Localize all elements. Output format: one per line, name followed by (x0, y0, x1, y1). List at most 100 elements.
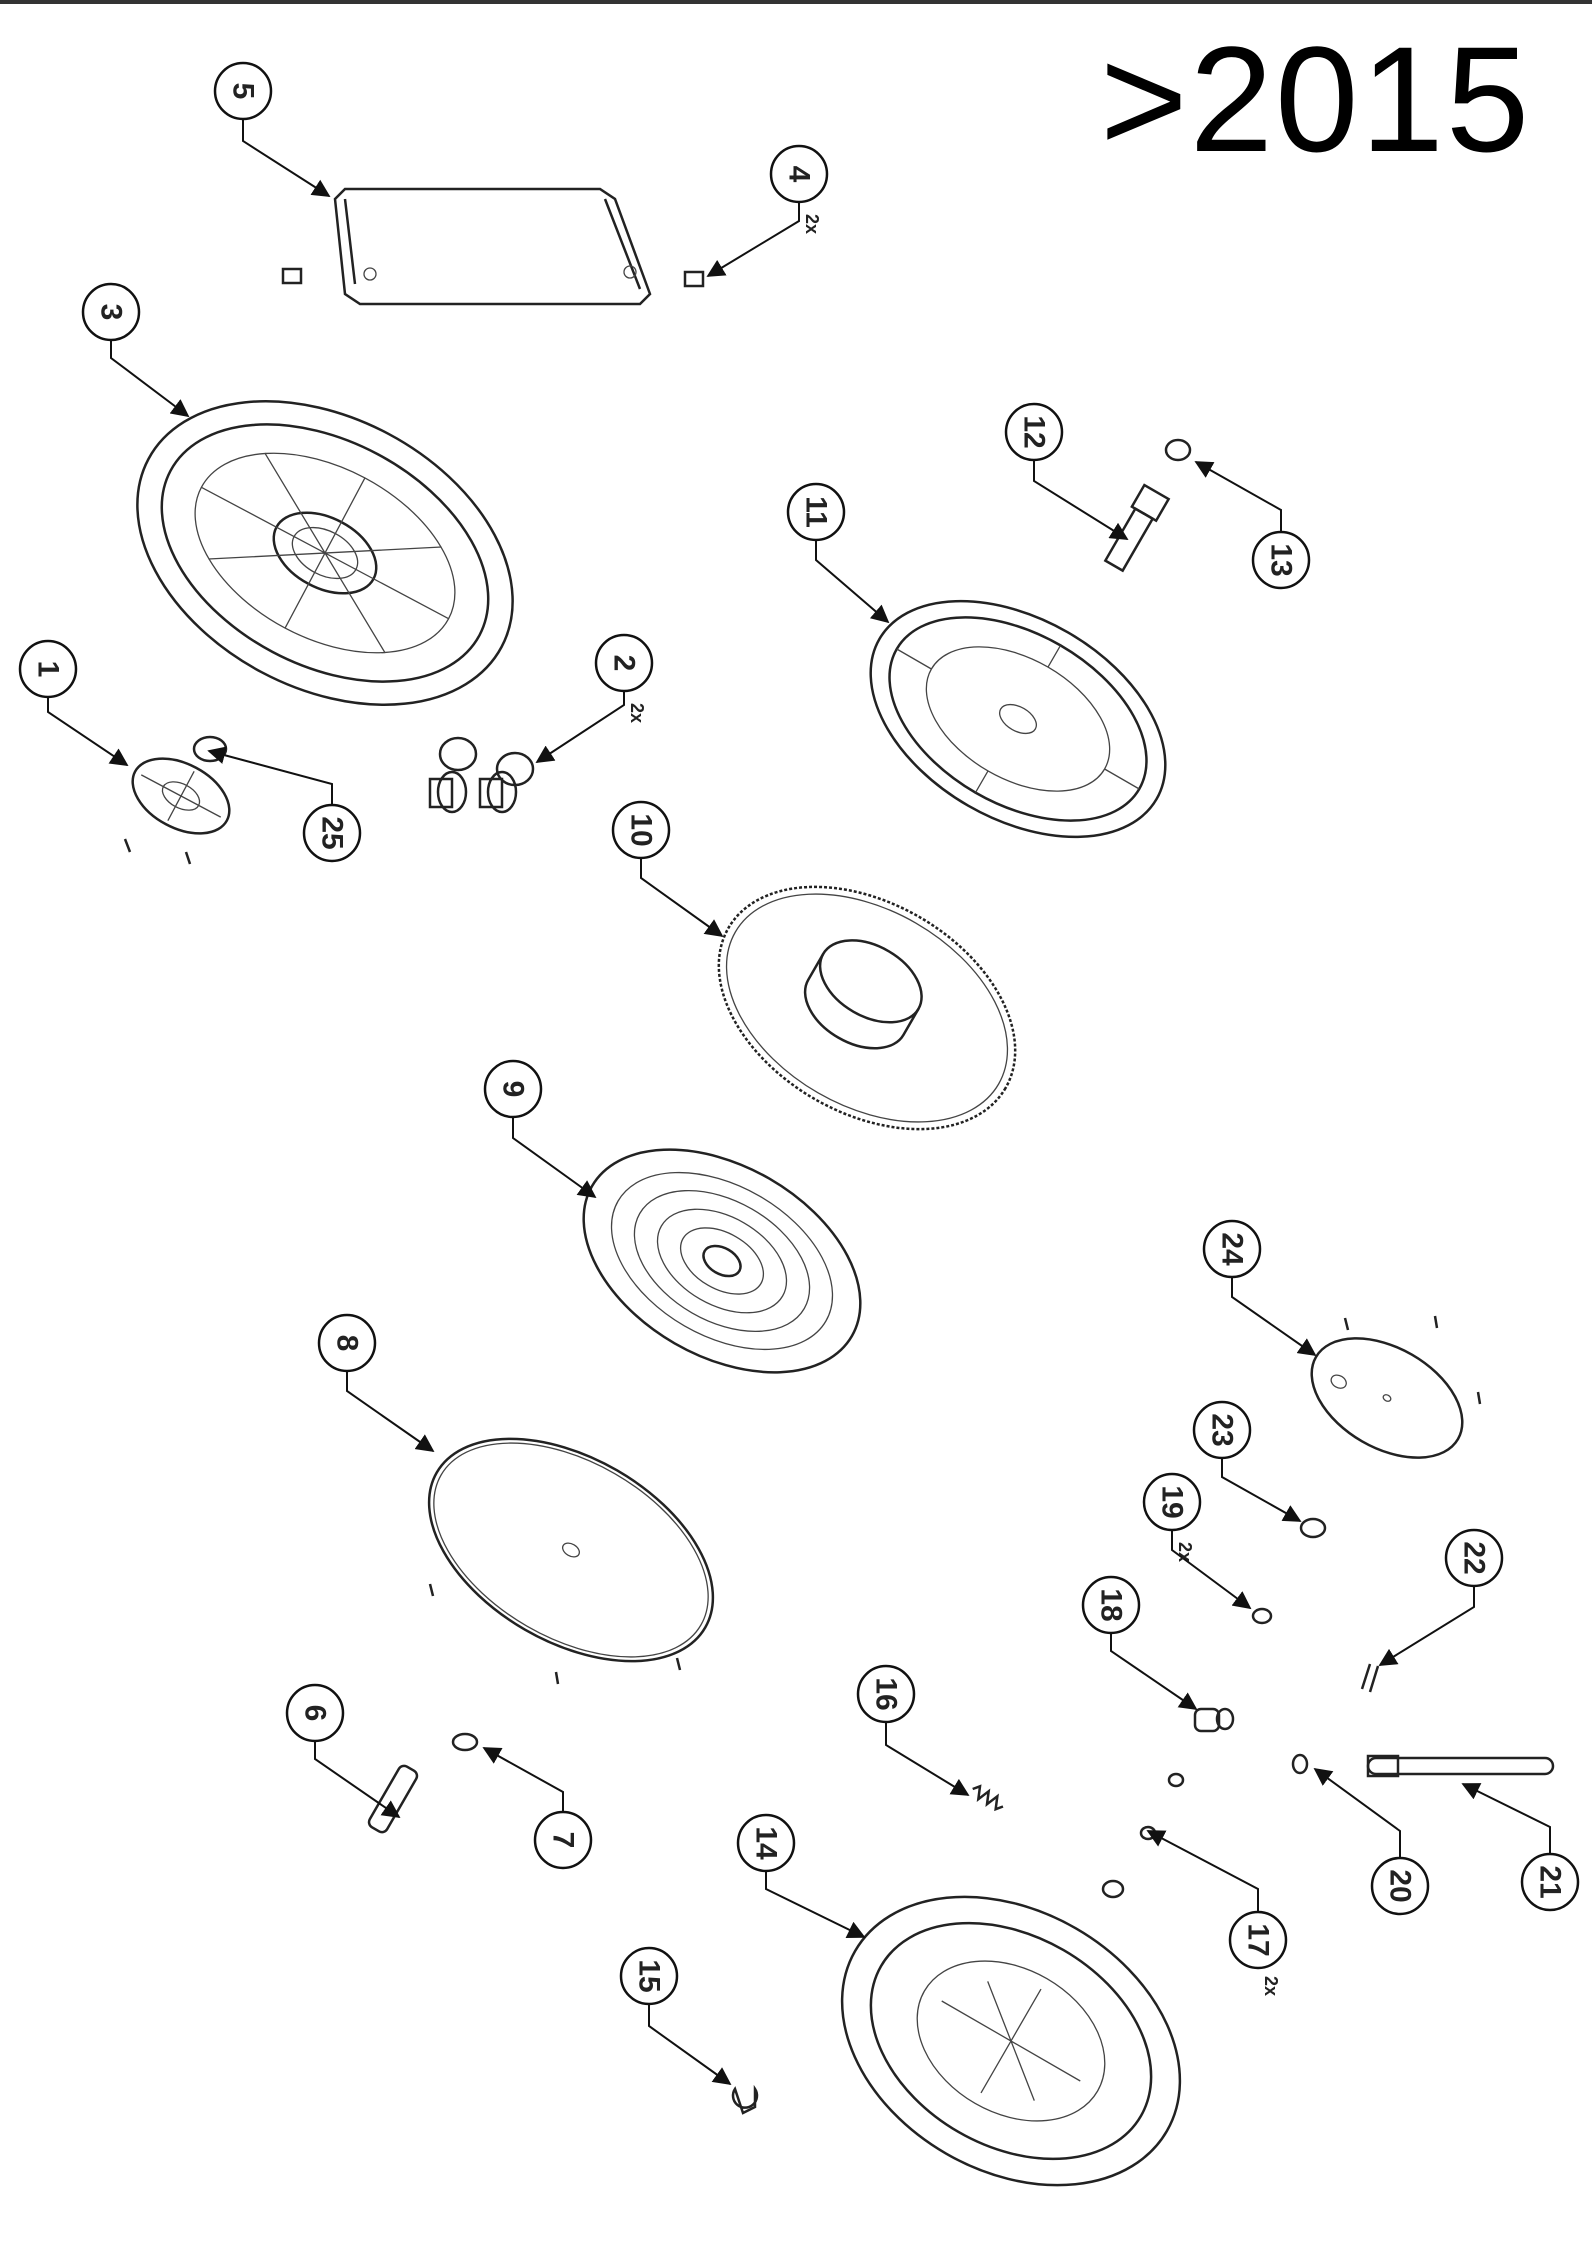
screw-icon (184, 851, 192, 865)
quantity-label: 2x (802, 214, 822, 234)
callout-number: 10 (625, 813, 658, 846)
callout-number: 24 (1216, 1232, 1249, 1266)
part-23-ring (1299, 1517, 1327, 1539)
callout-number: 8 (331, 1335, 364, 1352)
leader-line (47, 697, 129, 767)
part-22-clip (1360, 1663, 1380, 1693)
callout-3: 3 (81, 282, 190, 418)
part-21-rod (1366, 1754, 1555, 1778)
callout-9: 9 (483, 1059, 597, 1199)
callout-number: 23 (1206, 1413, 1239, 1446)
part-8-cover (427, 1437, 715, 1663)
model-year-label: >2015 (1100, 15, 1532, 183)
leader-line (1313, 1767, 1401, 1858)
callout-circle (317, 1313, 377, 1373)
leader-line (640, 858, 724, 938)
callout-circle (856, 1664, 916, 1724)
callout-number: 19 (1156, 1485, 1189, 1518)
callout-circle (1142, 1472, 1202, 1532)
callout-22: 22 (1378, 1528, 1504, 1666)
callout-circle (302, 803, 362, 863)
leader-line (1146, 1830, 1259, 1912)
callout-24: 24 (1202, 1219, 1317, 1357)
leader-line (512, 1117, 597, 1199)
callout-16: 16 (856, 1664, 970, 1796)
callout-number: 2 (608, 655, 641, 672)
screw-icon (1476, 1391, 1482, 1405)
part-13-nut (1164, 438, 1192, 462)
callout-circle (285, 1683, 345, 1743)
callout-5: 5 (213, 61, 331, 197)
callout-25: 25 (207, 746, 362, 863)
callout-10: 10 (611, 800, 724, 938)
leader-line (535, 691, 625, 763)
callout-circle (611, 800, 671, 860)
callout-circle (1228, 1910, 1288, 1970)
part-3-housing (136, 400, 514, 706)
leader-line (1033, 460, 1129, 540)
callout-circle (1202, 1219, 1262, 1279)
part-5-bracket (281, 187, 705, 306)
callout-number: 5 (227, 83, 260, 100)
leader-line (1171, 1530, 1252, 1610)
leader-line (815, 540, 890, 624)
callout-2: 2 2x (535, 633, 654, 763)
callout-number: 14 (750, 1826, 783, 1860)
callout-number: 21 (1534, 1865, 1567, 1898)
callout-number: 11 (800, 496, 833, 528)
screw-icon (123, 838, 132, 853)
leader-line (648, 2004, 732, 2086)
callout-number: 20 (1384, 1869, 1417, 1902)
callout-number: 12 (1018, 415, 1051, 448)
callout-circle (533, 1810, 593, 1870)
callout-circle (1004, 402, 1064, 462)
callout-18: 18 (1081, 1575, 1198, 1711)
callout-number: 4 (783, 166, 816, 183)
part-19-washer (1251, 1607, 1273, 1625)
callout-number: 1 (32, 661, 65, 678)
callout-number: 9 (497, 1081, 530, 1098)
quantity-label: 2x (627, 703, 647, 723)
part-7-washer (451, 1732, 479, 1752)
part-17-washer (1167, 1772, 1185, 1788)
leader-line (1461, 1783, 1551, 1854)
callout-circle (769, 144, 829, 204)
callout-number: 17 (1242, 1923, 1275, 1956)
leader-line (765, 1871, 866, 1938)
part-2-spacers (428, 736, 535, 814)
screw-icon (1343, 1317, 1350, 1331)
callout-circle (594, 633, 654, 693)
callout-circle (736, 1813, 796, 1873)
callout-1: 1 (18, 639, 129, 767)
callout-circle (213, 61, 273, 121)
part-1-cap (131, 757, 231, 835)
callout-circle (786, 482, 846, 542)
part-6-pin (367, 1764, 419, 1834)
callout-4: 4 2x (706, 144, 829, 277)
part-14-housing (840, 1895, 1182, 2187)
callout-circle (81, 282, 141, 342)
screw-icon (675, 1657, 682, 1671)
callout-13: 13 (1194, 461, 1311, 590)
callout-number: 6 (299, 1705, 332, 1722)
leader-line (207, 746, 333, 805)
callout-circle (1192, 1400, 1252, 1460)
screw-icon (428, 1583, 435, 1597)
callout-15: 15 (619, 1946, 732, 2086)
callout-20: 20 (1313, 1767, 1430, 1916)
callout-number: 7 (547, 1832, 580, 1849)
part-11-disc (869, 599, 1167, 839)
leader-line (885, 1722, 970, 1796)
part-25-ring (192, 735, 228, 763)
leader-line (314, 1741, 401, 1819)
callout-11: 11 (786, 482, 890, 624)
callout-number: 25 (316, 816, 349, 849)
leader-line (1110, 1633, 1198, 1711)
callout-number: 16 (870, 1677, 903, 1710)
part-15-fitting (731, 2084, 759, 2115)
callout-circle (483, 1059, 543, 1119)
callout-circle (619, 1946, 679, 2006)
leader-line (1231, 1277, 1317, 1357)
callout-14: 14 (736, 1813, 866, 1938)
